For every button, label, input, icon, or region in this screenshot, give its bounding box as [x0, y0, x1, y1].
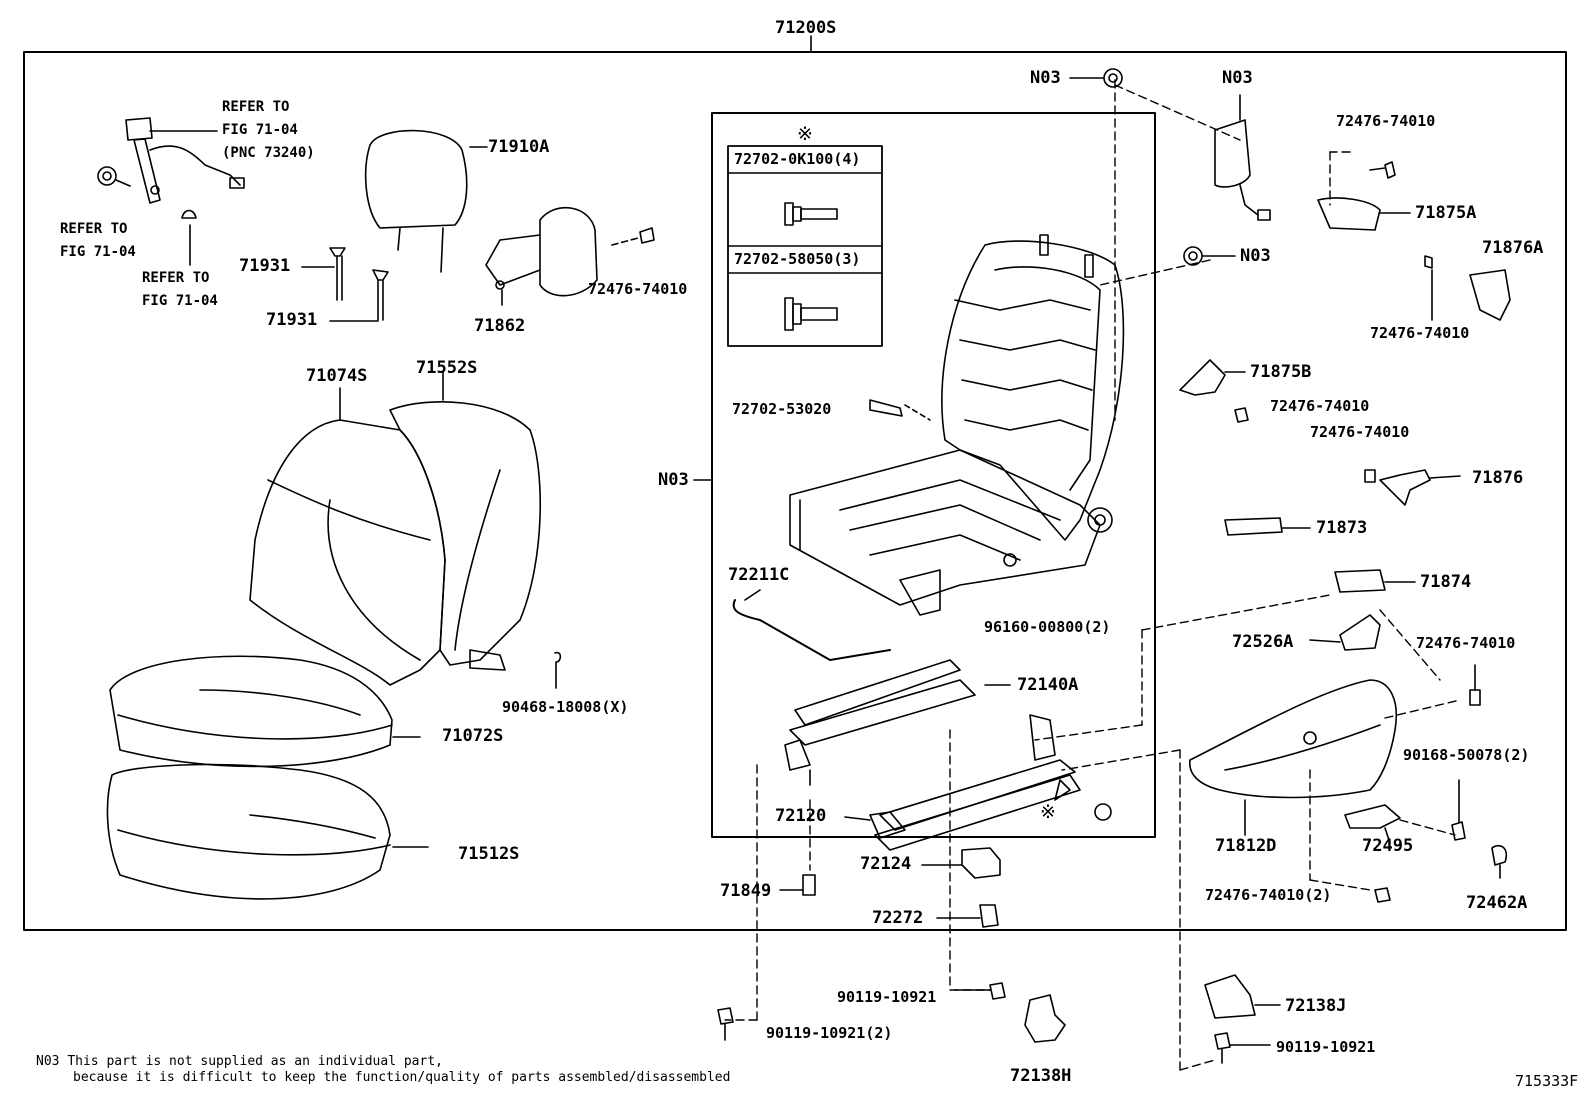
frame-subassembly-box	[711, 112, 1156, 838]
part-label-72462A: 72462A	[1466, 893, 1528, 913]
seatback-pad-71552S	[389, 371, 541, 671]
refer-left-line1: REFER TO	[60, 221, 128, 237]
part-label-n03-mid: N03	[1240, 246, 1271, 266]
part-label-71874: 71874	[1420, 572, 1472, 592]
hook-90468	[554, 651, 562, 689]
part-label-71072S: 71072S	[442, 726, 504, 746]
part-label-90119-c: 90119-10921	[1276, 1038, 1376, 1056]
part-label-90119-b: 90119-10921(2)	[766, 1024, 893, 1042]
seat-cushion-pad-71512S	[106, 763, 429, 900]
part-label-72476-top: 72476-74010	[588, 280, 688, 298]
part-label-72120: 72120	[775, 806, 827, 826]
frame-star-symbol: ※	[1040, 801, 1056, 823]
part-label-71849: 71849	[720, 881, 772, 901]
footnote-line1: This part is not supplied as an individu…	[67, 1054, 443, 1069]
part-label-71931-b: 71931	[266, 310, 318, 330]
fastener-inset-box	[727, 145, 883, 347]
part-label-71875B: 71875B	[1250, 362, 1312, 382]
part-label-72495: 72495	[1362, 836, 1414, 856]
part-label-71074S: 71074S	[306, 366, 368, 386]
assembly-label: 71200S	[775, 18, 837, 38]
part-label-72526A: 72526A	[1232, 632, 1294, 652]
refer-belt-line2: FIG 71-04	[222, 122, 298, 138]
assembly-frame	[23, 51, 1567, 931]
right-trim-parts	[1179, 161, 1511, 903]
clip-72124	[961, 847, 1001, 879]
seat-adjuster-tracks	[784, 659, 1112, 851]
part-label-72476-r1: 72476-74010	[1336, 112, 1436, 130]
part-label-72272: 72272	[872, 908, 924, 928]
part-label-96160: 96160-00800(2)	[984, 618, 1111, 636]
part-label-72476-r4: 72476-74010	[1310, 423, 1410, 441]
part-label-72211C: 72211C	[728, 565, 790, 585]
refer-mid-line2: FIG 71-04	[142, 293, 218, 309]
refer-belt-line3: (PNC 73240)	[222, 145, 315, 161]
part-label-71512S: 71512S	[458, 844, 520, 864]
side-shield-71862	[485, 206, 655, 306]
n03-nuts	[1069, 68, 1236, 266]
part-label-71552S: 71552S	[416, 358, 478, 378]
footnote-line2: because it is difficult to keep the func…	[73, 1070, 731, 1086]
part-label-n03-right-top: N03	[1222, 68, 1253, 88]
part-label-71875A: 71875A	[1415, 203, 1477, 223]
part-label-72476-r2: 72476-74010	[1370, 324, 1470, 342]
part-label-72702-53020: 72702-53020	[732, 400, 832, 418]
refer-left-line2: FIG 71-04	[60, 244, 136, 260]
part-label-71876A: 71876A	[1482, 238, 1544, 258]
clip-72272	[979, 904, 999, 928]
part-label-n03-top: N03	[1030, 68, 1061, 88]
part-label-90119-a: 90119-10921	[837, 988, 937, 1006]
part-label-n03-left: N03	[658, 470, 689, 490]
footnote: N03 This part is not supplied as an indi…	[36, 1054, 730, 1087]
part-label-72476-r6: 72476-74010(2)	[1205, 886, 1332, 904]
side-airbag-module	[1214, 94, 1271, 221]
headrest-supports	[301, 247, 389, 322]
part-label-72476-r3: 72476-74010	[1270, 397, 1370, 415]
part-label-71812D: 71812D	[1215, 836, 1277, 856]
part-label-71862: 71862	[474, 316, 526, 336]
seatback-cover-71074S	[249, 387, 446, 686]
refer-belt-line1: REFER TO	[222, 99, 290, 115]
headrest	[364, 129, 488, 273]
leader-lines	[724, 79, 1461, 1071]
part-label-72138H: 72138H	[1010, 1066, 1072, 1086]
part-label-72124: 72124	[860, 854, 912, 874]
seat-cushion-cover-71072S	[109, 655, 421, 768]
bottom-parts	[717, 974, 1281, 1064]
part-label-71910A: 71910A	[488, 137, 550, 157]
part-label-90468: 90468-18008(X)	[502, 698, 629, 716]
seat-belt-buckle	[97, 117, 245, 266]
inset-star-symbol: ※	[797, 123, 813, 145]
pin-71849	[802, 874, 816, 896]
part-label-90168: 90168-50078(2)	[1403, 746, 1530, 764]
part-label-71931-a: 71931	[239, 256, 291, 276]
footnote-code: N03	[36, 1054, 60, 1069]
part-label-72476-r5: 72476-74010	[1416, 634, 1516, 652]
part-label-71876: 71876	[1472, 468, 1524, 488]
part-label-71873: 71873	[1316, 518, 1368, 538]
wire-72211C	[732, 599, 891, 661]
refer-mid-line1: REFER TO	[142, 270, 210, 286]
part-label-72138J: 72138J	[1285, 996, 1347, 1016]
inset-part-2: 72702-58050(3)	[734, 250, 861, 268]
seat-frame	[789, 234, 1125, 616]
diagram-id: 715333F	[1515, 1072, 1579, 1090]
part-label-72140A: 72140A	[1017, 675, 1079, 695]
inset-part-1: 72702-0K100(4)	[734, 150, 861, 168]
